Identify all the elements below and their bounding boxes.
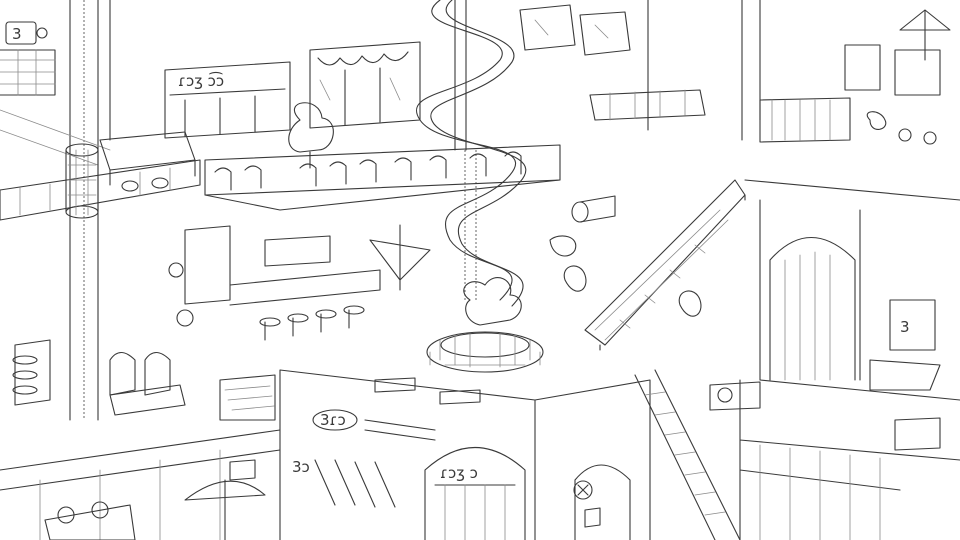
lower-shop-sign: ɾɔʒ ɔ [440,464,478,482]
top-left-corner: 3 [0,21,56,96]
upper-shop-front: ɾɔʒ ɔ͡ɔ [164,41,421,139]
building-frame [0,0,761,421]
fountain [426,277,544,373]
central-counter [168,225,381,341]
right-arch-wall: 3 [744,179,960,401]
lower-level-walls [0,369,651,540]
upper-walkway [204,102,561,211]
upper-bench [99,131,196,192]
counter-label: 3ɾɔ [320,411,346,429]
lower-display-rack: 3ɔ [292,458,396,508]
lower-right-block [709,379,960,540]
floating-sprites [549,235,702,317]
hanging-boxes [519,4,706,121]
ladder [634,369,741,540]
top-left-badge: 3 [12,25,22,43]
display-label: 3ɔ [292,458,310,476]
lower-counter: 3ɾɔ [312,377,481,441]
escalator [571,179,746,351]
top-right-desk [759,44,941,145]
lower-shop: ɾɔʒ ɔ [424,446,526,540]
vent-cylinder [65,143,99,219]
mascot-figure [573,464,631,540]
umbrella-top [369,9,951,291]
spiral-slide [416,0,527,307]
kiosk-number: 3 [900,318,910,336]
stairs-left [219,374,276,421]
left-cabinet-chairs [12,339,186,416]
lower-left-props [44,459,266,540]
upper-shop-sign: ɾɔʒ ɔ͡ɔ [178,70,224,90]
